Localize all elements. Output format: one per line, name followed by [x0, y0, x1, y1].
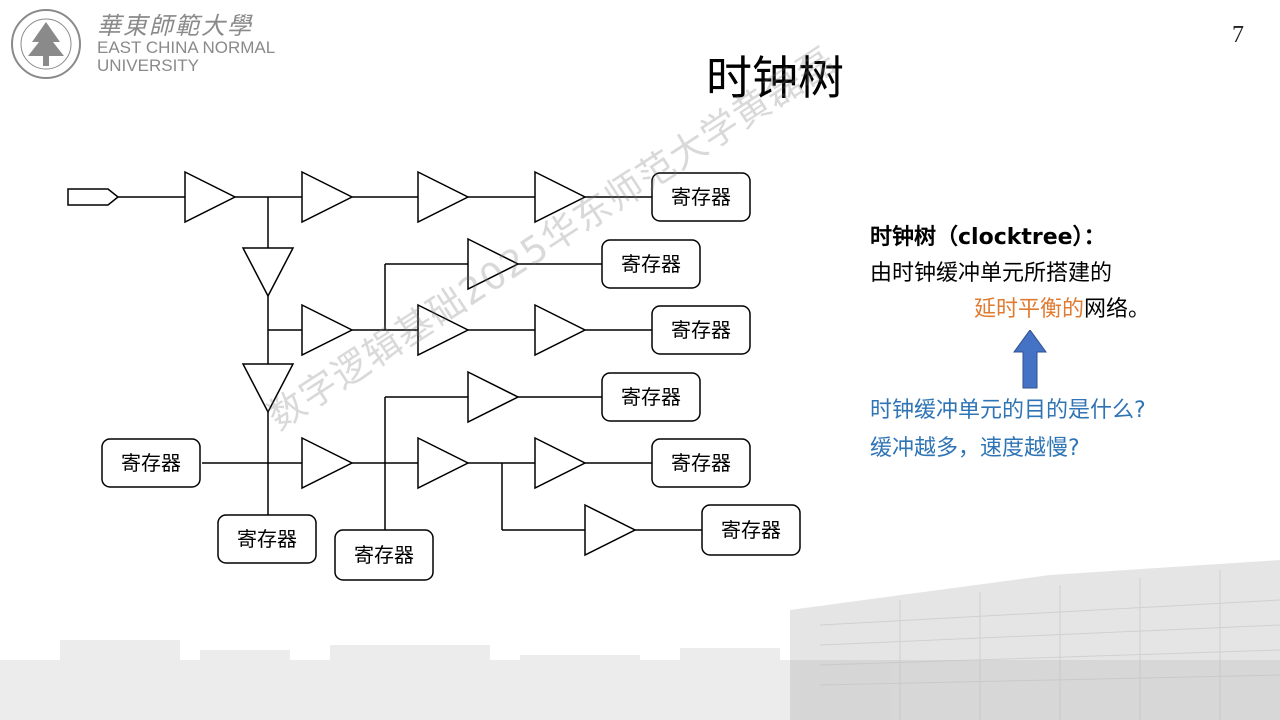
register-label: 寄存器	[121, 451, 181, 475]
register-label: 寄存器	[671, 318, 731, 342]
definition-term: 时钟树（clocktree）：	[870, 225, 1106, 250]
clock-buffer	[534, 170, 587, 224]
clock-buffer	[467, 237, 520, 291]
clock-buffer	[301, 436, 354, 490]
register-label: 寄存器	[621, 385, 681, 409]
clock-input-port	[67, 188, 120, 206]
university-seal-icon	[11, 9, 81, 79]
page-number: 7	[1232, 22, 1244, 48]
clock-buffer	[184, 170, 237, 224]
wires	[118, 196, 702, 531]
logo-english-line1: EAST CHINA NORMAL	[97, 38, 276, 57]
clock-buffer	[301, 303, 354, 357]
register-box	[217, 514, 317, 564]
register-box	[601, 372, 701, 422]
clock-buffer-down	[241, 363, 295, 414]
register-label: 寄存器	[621, 252, 681, 276]
clock-buffer	[417, 170, 470, 224]
logo-english-line2: UNIVERSITY	[97, 56, 200, 75]
register-label: 寄存器	[671, 185, 731, 209]
clock-buffer	[467, 370, 520, 424]
register-box	[701, 504, 801, 556]
register-box	[651, 305, 751, 355]
clock-buffer	[417, 303, 470, 357]
register-box	[601, 239, 701, 289]
definition-highlight: 延时平衡的	[974, 297, 1085, 322]
questions-block: 时钟缓冲单元的目的是什么? 缓冲越多，速度越慢?	[870, 392, 1230, 468]
question-2: 缓冲越多，速度越慢?	[870, 436, 1080, 461]
register-box	[651, 172, 751, 222]
slide-title: 时钟树	[706, 51, 844, 105]
up-arrow-icon	[1013, 330, 1047, 389]
question-1: 时钟缓冲单元的目的是什么?	[870, 398, 1146, 423]
definition-line1: 由时钟缓冲单元所搭建的	[870, 261, 1113, 286]
clock-buffer	[301, 170, 354, 224]
definition-line2: 延时平衡的网络。	[870, 292, 1250, 328]
clock-buffer	[417, 436, 470, 490]
logo-chinese-name: 華東師範大學	[97, 12, 253, 40]
register-box	[651, 438, 751, 488]
register-box	[334, 529, 434, 581]
register-label: 寄存器	[721, 518, 781, 542]
clock-buffer	[534, 303, 587, 357]
register-box	[101, 438, 201, 488]
clock-tree-definition: 时钟树（clocktree）： 由时钟缓冲单元所搭建的 延时平衡的网络。	[870, 220, 1250, 328]
clock-buffer-down	[241, 247, 295, 298]
university-logo	[8, 6, 298, 82]
register-label: 寄存器	[237, 527, 297, 551]
definition-line2-rest: 网络。	[1084, 297, 1151, 322]
register-label: 寄存器	[671, 451, 731, 475]
clock-buffer	[534, 436, 587, 490]
register-label: 寄存器	[354, 543, 414, 567]
clock-buffer	[584, 503, 637, 557]
